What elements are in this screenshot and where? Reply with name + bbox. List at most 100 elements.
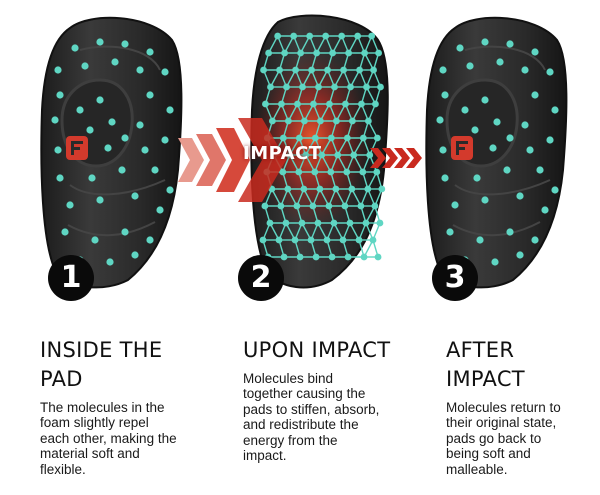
molecule-dot [354,32,362,40]
pad-1 [40,16,183,289]
g-form-logo-icon [66,136,88,160]
molecule-dot [284,185,292,193]
molecule-dot [493,118,501,126]
molecule-dot [281,49,289,57]
molecule-dot [259,236,267,244]
molecule-dot [471,126,479,134]
molecule-dot [441,174,449,182]
molecule-dot [334,151,342,159]
molecule-dot [521,121,529,129]
molecule-dot [332,185,340,193]
molecule-dot [364,185,372,193]
molecule-dot [476,236,484,244]
molecule-dot [261,202,269,210]
molecule-dots-2 [259,32,386,261]
molecule-dot [368,32,376,40]
molecule-dot [262,100,269,108]
molecule-dot [506,40,514,48]
molecule-dot [344,253,352,261]
molecule-dot [531,48,539,56]
pad-3 [425,16,568,289]
molecule-dot [314,219,322,227]
molecule-dot [316,117,324,125]
molecule-dot [546,68,554,76]
molecule-dot [146,48,154,56]
molecule-dot [350,151,358,159]
molecule-dot [290,32,298,40]
molecule-dot [91,236,99,244]
molecule-dots-3 [436,38,559,266]
molecule-dot [343,168,351,176]
molecule-dot [506,134,514,142]
molecule-dot [131,251,139,259]
molecule-dot [166,106,174,114]
molecule-dot [536,166,544,174]
molecule-dot [516,192,524,200]
molecule-dot [298,219,306,227]
molecule-dot [284,117,292,125]
molecule-dot [362,219,370,227]
molecule-dot [310,100,317,108]
molecule-dot [366,151,374,159]
molecule-dot [131,192,139,200]
molecule-dot [104,144,112,152]
molecule-dot [121,228,129,236]
molecule-dot [359,168,367,176]
molecule-dot [136,66,144,74]
molecule-dot [325,202,333,210]
chevron-arrows-icon [178,118,422,202]
stage-description: The molecules in the foam slightly repel… [40,400,177,477]
molecule-dot [265,49,273,57]
molecule-dot [546,136,554,144]
stage-title-line: UPON IMPACT [243,338,391,362]
molecule-dot [375,49,383,57]
molecule-dot [364,117,372,125]
molecule-dot [283,83,290,91]
molecule-dot [88,174,96,182]
molecule-dot [156,206,164,214]
molecule-dot [516,251,524,259]
molecule-dot [276,66,283,74]
molecule-dot [355,236,363,244]
molecule-dot [324,66,331,74]
molecule-dot [446,228,454,236]
molecule-dot [347,83,354,91]
molecule-dot [376,219,384,227]
molecule-dot [108,118,116,126]
molecule-dot [531,236,539,244]
molecule-dot [481,196,489,204]
molecule-dot [121,134,129,142]
molecule-dot [54,146,62,154]
molecule-dot [146,236,154,244]
step-number-1: 1 [48,255,94,301]
stage-panel-3: AFTER IMPACT Molecules return to their o… [446,336,600,477]
molecule-dot [291,236,299,244]
stage-description: Molecules return to their original state… [446,400,561,477]
molecule-dot [503,166,511,174]
molecule-dot [111,58,119,66]
molecule-dot [295,168,303,176]
molecule-dot [313,49,321,57]
molecule-dot [323,236,331,244]
molecule-dot [61,228,69,236]
molecule-dot [456,44,464,52]
molecule-dot [439,146,447,154]
molecule-dot [461,106,469,114]
molecule-dot [299,83,306,91]
pad-2 [250,14,389,289]
stage-title-line: IMPACT [446,367,525,391]
molecule-dot [309,202,317,210]
molecule-dot [348,117,356,125]
molecule-dot [340,66,347,74]
molecule-dot [318,151,326,159]
molecule-dot [86,126,94,134]
molecule-dot [345,49,353,57]
molecule-dot [279,168,287,176]
molecule-dot [531,91,539,99]
molecule-dot [302,151,310,159]
molecule-dot [369,236,377,244]
molecule-dot [473,174,481,182]
stage-panel-1: INSIDE THE PAD The molecules in the foam… [40,336,215,477]
molecule-dot [496,58,504,66]
molecule-dot [358,100,365,108]
